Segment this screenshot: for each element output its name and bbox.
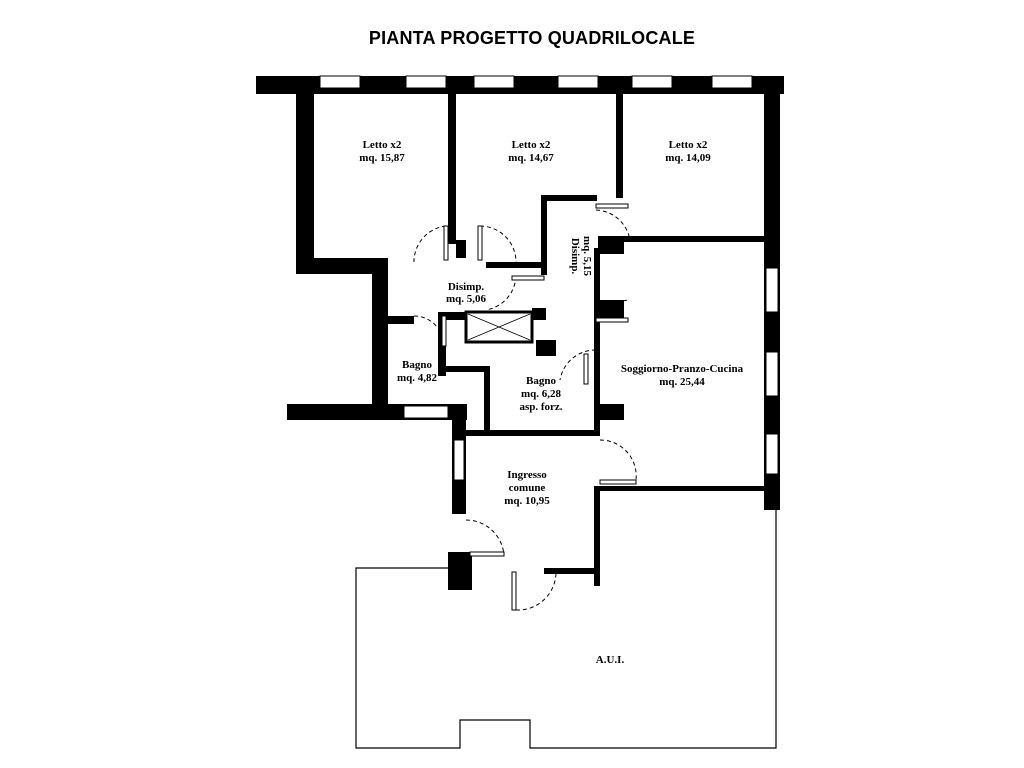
- room-name-bagno-1: Bagno: [402, 359, 432, 371]
- door-leaves: [441, 203, 637, 611]
- shaft-cross: [467, 313, 531, 341]
- room-name-letto-3: Letto x2: [669, 139, 708, 151]
- room-labels: Letto x2 mq. 15,87 Letto x2 mq. 14,67 Le…: [359, 139, 743, 666]
- room-name-letto-2: Letto x2: [512, 139, 551, 151]
- room-name-letto-1: Letto x2: [363, 139, 402, 151]
- windows: [319, 75, 779, 481]
- room-note-bagno-2: asp. forz.: [519, 401, 562, 413]
- doors: [413, 209, 637, 611]
- room-name-aui: A.U.I.: [596, 654, 625, 666]
- room-area-disimp-2: mq. 5,15: [581, 236, 593, 277]
- room-name-disimp-1: Disimp.: [448, 281, 485, 293]
- room-area-letto-1: mq. 15,87: [359, 152, 405, 164]
- room-name-soggiorno: Soggiorno-Pranzo-Cucina: [621, 363, 744, 375]
- room-area-soggiorno: mq. 25,44: [659, 376, 705, 388]
- room-area-ingresso: mq. 10,95: [504, 495, 550, 507]
- room-area-letto-3: mq. 14,09: [665, 152, 711, 164]
- room-area-disimp-1: mq. 5,06: [446, 293, 487, 305]
- room-name-disimp-2: Disimp.: [569, 238, 581, 275]
- room-name2-ingresso: comune: [509, 482, 546, 494]
- page-title: PIANTA PROGETTO QUADRILOCALE: [368, 28, 696, 48]
- room-name-ingresso: Ingresso: [507, 469, 547, 481]
- room-name-bagno-2: Bagno: [526, 375, 556, 387]
- room-area-letto-2: mq. 14,67: [508, 152, 554, 164]
- room-area-bagno-1: mq. 4,82: [397, 372, 438, 384]
- room-area-bagno-2: mq. 6,28: [521, 388, 562, 400]
- aui-outline: [355, 488, 777, 749]
